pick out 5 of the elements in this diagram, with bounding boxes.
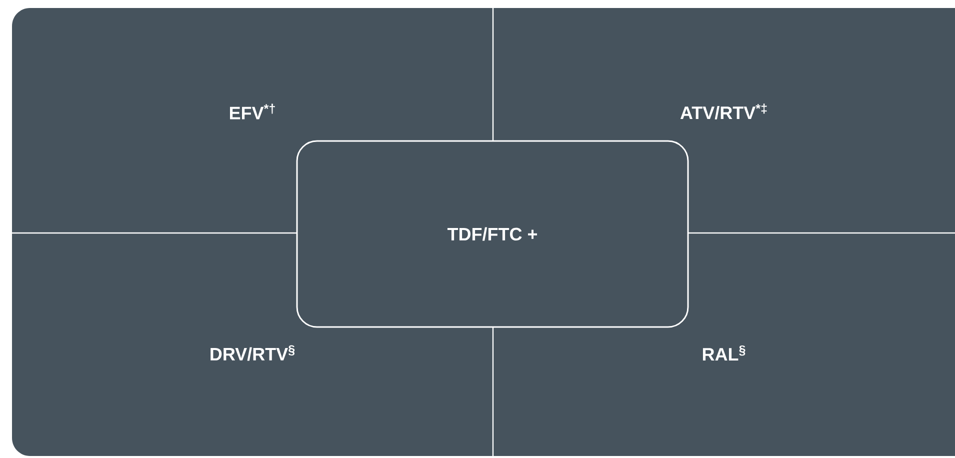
quadrant-label: EFV$^{*†}$ <box>230 104 275 120</box>
quadrant-label: DRV/RTV$^{§}$ <box>210 345 295 361</box>
quadrant-label: ATV/RTV$^{*‡}$ <box>680 104 767 120</box>
quadrant-label: RAL$^{§}$ <box>702 345 746 361</box>
center-box: TDF/FTC + <box>296 140 689 328</box>
